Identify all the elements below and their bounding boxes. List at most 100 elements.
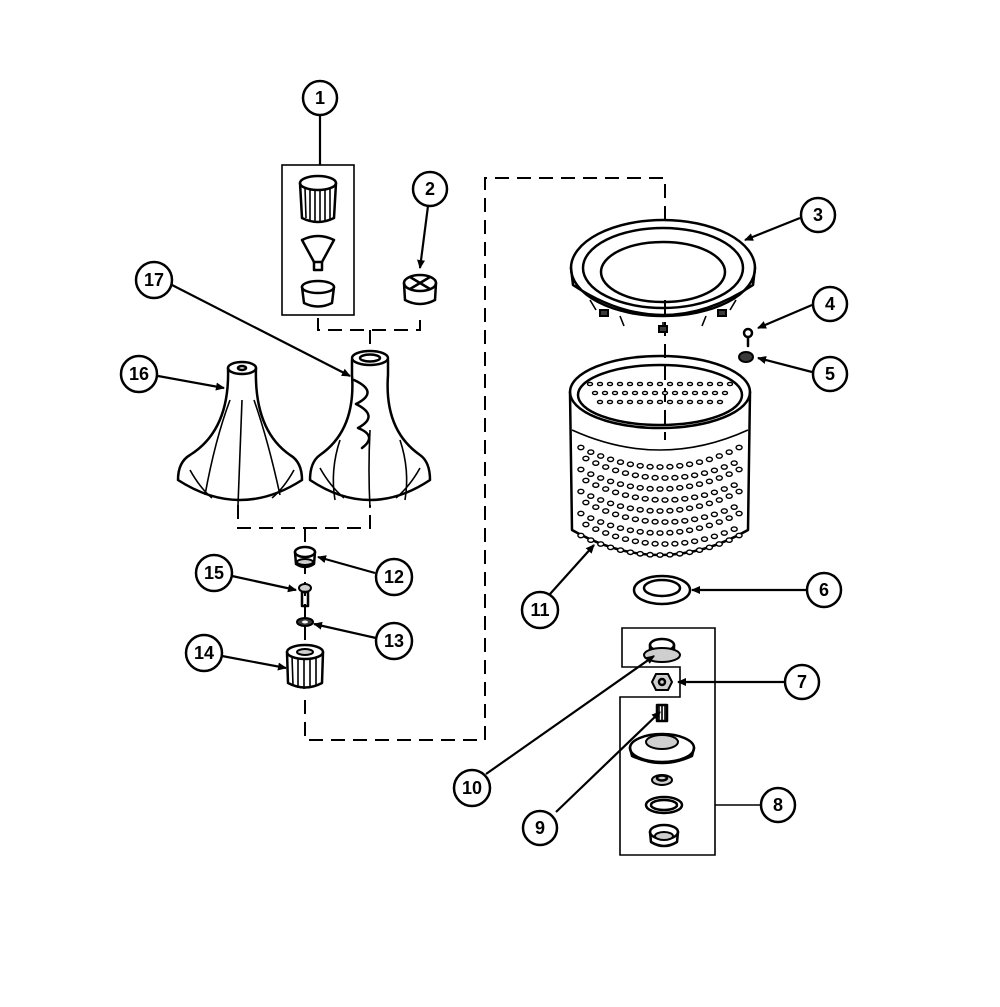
tub-hole xyxy=(602,530,610,536)
tub-hole xyxy=(587,471,595,477)
tub-hole xyxy=(626,381,634,387)
callout-13: 13 xyxy=(374,621,414,661)
tub-hole xyxy=(582,521,590,528)
tub-hole xyxy=(616,381,624,387)
tub-hole xyxy=(621,470,630,476)
drive-seal-ring xyxy=(644,795,684,815)
callout-6-label: 6 xyxy=(819,580,829,600)
tub-hole xyxy=(705,500,714,507)
tub-hole xyxy=(695,525,704,531)
tub-hole xyxy=(730,460,738,466)
tub-hole xyxy=(646,529,654,536)
tub-hole xyxy=(705,456,714,463)
tub-hole xyxy=(695,547,704,553)
tub-hole xyxy=(586,381,594,387)
tub-hole xyxy=(730,504,738,510)
tub-hole xyxy=(730,526,738,532)
tub-hole xyxy=(685,483,694,490)
callout-6: 6 xyxy=(805,571,843,609)
tub-hole xyxy=(641,390,649,396)
tub-hole xyxy=(631,538,640,545)
tub-hole xyxy=(666,485,674,492)
tub-hole xyxy=(666,507,674,514)
tub-hole xyxy=(587,537,595,543)
tub-hole xyxy=(651,518,659,525)
part-15-bolt xyxy=(298,583,312,608)
callout-2: 2 xyxy=(411,170,449,208)
tub-hole xyxy=(582,477,590,484)
tub-hole xyxy=(611,467,620,474)
tub-hole xyxy=(700,470,709,476)
tub-hole xyxy=(616,547,625,553)
tub-hole xyxy=(686,399,694,405)
callout-7-label: 7 xyxy=(797,672,807,692)
tub-hole xyxy=(646,485,654,492)
tub-hole xyxy=(735,444,743,451)
tub-hole xyxy=(725,449,733,455)
tub-hole xyxy=(690,516,699,523)
tub-hole xyxy=(695,459,704,465)
callout-9-label: 9 xyxy=(535,818,545,838)
tub-hole xyxy=(577,466,585,473)
tub-hole xyxy=(621,514,630,520)
tub-hole xyxy=(616,399,624,405)
tub-hole xyxy=(597,453,605,459)
tub-hole xyxy=(705,478,714,485)
tub-hole xyxy=(661,497,669,503)
tub-hole xyxy=(597,519,605,525)
tub-hole xyxy=(735,532,743,539)
callout-16: 16 xyxy=(119,354,159,394)
tub-hole xyxy=(666,399,674,405)
tub-hole xyxy=(651,496,659,503)
tub-hole xyxy=(582,499,590,506)
callout-4: 4 xyxy=(811,285,849,323)
tub-hole xyxy=(621,492,630,498)
tub-hole xyxy=(611,533,620,540)
tub-hole xyxy=(641,539,649,546)
tub-hole xyxy=(656,486,664,492)
tub-hole xyxy=(671,518,679,525)
tub-hole xyxy=(582,455,590,462)
tub-hole xyxy=(715,475,723,481)
callout-12: 12 xyxy=(374,557,414,597)
tub-hole xyxy=(685,549,694,556)
leader-lines xyxy=(157,116,813,813)
tub-hole xyxy=(587,493,595,499)
part-8-drive-hub-kit xyxy=(619,627,760,856)
tub-hole xyxy=(656,508,664,514)
tub-hole xyxy=(592,482,600,488)
tub-hole xyxy=(631,472,640,479)
tub-hole xyxy=(631,516,640,523)
tub-hole xyxy=(646,463,654,470)
tub-hole xyxy=(710,511,719,518)
tub-hole xyxy=(656,464,664,470)
tub-hole xyxy=(577,488,585,495)
callout-14: 14 xyxy=(184,633,224,673)
tub-hole xyxy=(691,390,699,396)
tub-hole xyxy=(602,508,610,514)
tub-hole xyxy=(715,497,723,503)
callout-14-label: 14 xyxy=(194,643,214,663)
callout-10: 10 xyxy=(452,768,492,808)
tub-hole xyxy=(611,390,619,396)
tub-hole xyxy=(735,466,743,473)
tub-hole xyxy=(597,541,605,547)
tub-hole xyxy=(626,527,635,534)
tub-hole xyxy=(725,493,733,499)
tub-hole xyxy=(616,525,625,531)
tub-hole xyxy=(676,399,684,405)
tub-hole xyxy=(601,390,609,396)
tub-hole xyxy=(577,510,585,517)
tub-hole xyxy=(626,461,635,468)
tub-hole xyxy=(631,390,639,396)
part-4-screw xyxy=(742,327,754,348)
tub-hole xyxy=(636,528,644,535)
tub-hole xyxy=(641,473,649,480)
tub-hole xyxy=(681,495,689,502)
tub-hole xyxy=(720,508,728,514)
tub-hole xyxy=(636,399,644,405)
tub-hole xyxy=(666,529,674,536)
tub-hole xyxy=(720,486,728,492)
tub-hole xyxy=(690,472,699,479)
tub-hole xyxy=(641,517,649,524)
